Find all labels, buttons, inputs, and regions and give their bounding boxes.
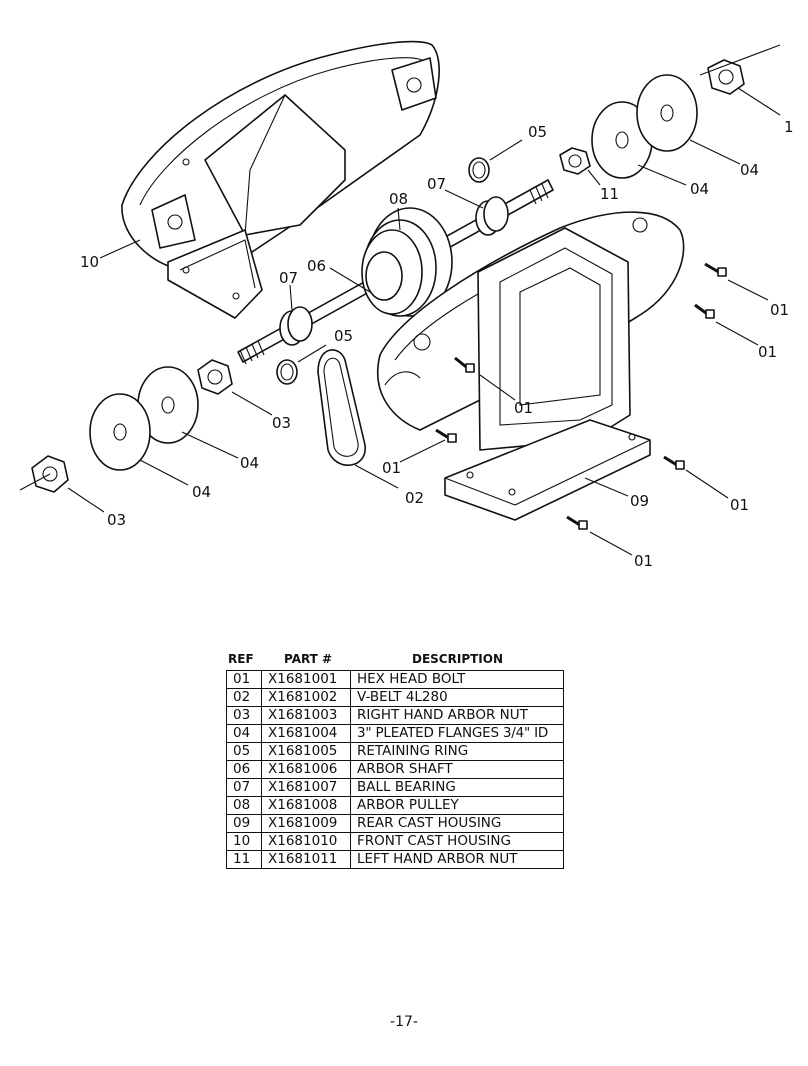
cell-ref: 04 — [226, 724, 262, 743]
retaining-ring-left — [276, 359, 298, 385]
cell-part-number: X1681003 — [261, 706, 351, 725]
cell-description: ARBOR PULLEY — [350, 796, 564, 815]
callout-11: 11 — [600, 185, 619, 203]
cell-description: RETAINING RING — [350, 742, 564, 761]
callout-09: 09 — [630, 492, 649, 510]
callout-05-left: 05 — [334, 327, 353, 345]
callout-04-right-upper: 04 — [740, 161, 759, 179]
parts-table-header: REF PART # DESCRIPTION — [226, 648, 564, 670]
callout-01-a: 01 — [770, 301, 789, 319]
table-row: 06 X1681006 ARBOR SHAFT — [226, 760, 564, 779]
cell-part-number: X1681006 — [261, 760, 351, 779]
hex-head-bolts — [435, 262, 727, 530]
callout-01-b: 01 — [758, 343, 777, 361]
parts-table: 01 X1681001 HEX HEAD BOLT 02 X1681002 V-… — [226, 670, 564, 869]
cell-part-number: X1681007 — [261, 778, 351, 797]
right-hand-arbor-nut — [197, 359, 233, 395]
callout-07-left: 07 — [279, 269, 298, 287]
header-description: DESCRIPTION — [412, 652, 504, 666]
flange-left-outer — [89, 393, 151, 471]
parts-list: REF PART # DESCRIPTION 01 X1681001 HEX H… — [226, 648, 564, 869]
arbor-pulley — [361, 207, 453, 317]
cell-part-number: X1681002 — [261, 688, 351, 707]
cell-part-number: X1681009 — [261, 814, 351, 833]
callout-1: 1 — [784, 118, 794, 136]
leader-lines — [19, 44, 781, 556]
ball-bearing-right — [475, 196, 509, 236]
cell-description: RIGHT HAND ARBOR NUT — [350, 706, 564, 725]
callout-03-inner: 03 — [272, 414, 291, 432]
table-row: 08 X1681008 ARBOR PULLEY — [226, 796, 564, 815]
front-cast-housing — [121, 40, 440, 319]
cell-ref: 08 — [226, 796, 262, 815]
cell-description: FRONT CAST HOUSING — [350, 832, 564, 851]
callout-01-f: 01 — [634, 552, 653, 570]
table-row: 04 X1681004 3" PLEATED FLANGES 3/4" ID — [226, 724, 564, 743]
table-row: 10 X1681010 FRONT CAST HOUSING — [226, 832, 564, 851]
cell-ref: 07 — [226, 778, 262, 797]
cell-part-number: X1681011 — [261, 850, 351, 869]
header-part-number: PART # — [284, 652, 333, 666]
page-number: -17- — [390, 1014, 418, 1030]
callout-01-c: 01 — [514, 399, 533, 417]
cell-description: ARBOR SHAFT — [350, 760, 564, 779]
cell-description: V-BELT 4L280 — [350, 688, 564, 707]
callout-03-outer: 03 — [107, 511, 126, 529]
callout-labels: 1 05 07 08 11 04 04 10 06 07 01 05 01 01… — [80, 118, 794, 570]
cell-ref: 10 — [226, 832, 262, 851]
v-belt — [317, 349, 366, 466]
parts-table-body: 01 X1681001 HEX HEAD BOLT 02 X1681002 V-… — [226, 670, 564, 869]
cell-description: 3" PLEATED FLANGES 3/4" ID — [350, 724, 564, 743]
callout-04-left-outer: 04 — [192, 483, 211, 501]
callout-02: 02 — [405, 489, 424, 507]
cell-part-number: X1681010 — [261, 832, 351, 851]
cell-part-number: X1681004 — [261, 724, 351, 743]
cell-ref: 03 — [226, 706, 262, 725]
table-row: 02 X1681002 V-BELT 4L280 — [226, 688, 564, 707]
cell-description: BALL BEARING — [350, 778, 564, 797]
table-row: 05 X1681005 RETAINING RING — [226, 742, 564, 761]
cell-part-number: X1681001 — [261, 670, 351, 689]
table-row: 11 X1681011 LEFT HAND ARBOR NUT — [226, 850, 564, 869]
cell-ref: 11 — [226, 850, 262, 869]
callout-08: 08 — [389, 190, 408, 208]
callout-07-right: 07 — [427, 175, 446, 193]
table-row: 01 X1681001 HEX HEAD BOLT — [226, 670, 564, 689]
table-row: 09 X1681009 REAR CAST HOUSING — [226, 814, 564, 833]
table-row: 03 X1681003 RIGHT HAND ARBOR NUT — [226, 706, 564, 725]
cell-description: HEX HEAD BOLT — [350, 670, 564, 689]
header-ref: REF — [228, 652, 254, 666]
callout-01-e: 01 — [730, 496, 749, 514]
cell-ref: 05 — [226, 742, 262, 761]
cell-ref: 06 — [226, 760, 262, 779]
cell-ref: 01 — [226, 670, 262, 689]
callout-05-right: 05 — [528, 123, 547, 141]
callout-04-right-lower: 04 — [690, 180, 709, 198]
flange-right-outer — [636, 74, 698, 152]
callout-06: 06 — [307, 257, 326, 275]
callout-01-d: 01 — [382, 459, 401, 477]
callout-10: 10 — [80, 253, 99, 271]
left-hand-arbor-nut — [559, 147, 591, 175]
rear-cast-housing — [377, 211, 685, 521]
cell-description: LEFT HAND ARBOR NUT — [350, 850, 564, 869]
table-row: 07 X1681007 BALL BEARING — [226, 778, 564, 797]
cell-ref: 09 — [226, 814, 262, 833]
cell-ref: 02 — [226, 688, 262, 707]
cell-part-number: X1681005 — [261, 742, 351, 761]
cell-description: REAR CAST HOUSING — [350, 814, 564, 833]
cell-part-number: X1681008 — [261, 796, 351, 815]
ball-bearing-left — [279, 306, 313, 346]
retaining-ring-right — [468, 157, 490, 183]
callout-04-left-inner: 04 — [240, 454, 259, 472]
exploded-parts-diagram: 1 05 07 08 11 04 04 10 06 07 01 05 01 01… — [19, 40, 794, 570]
